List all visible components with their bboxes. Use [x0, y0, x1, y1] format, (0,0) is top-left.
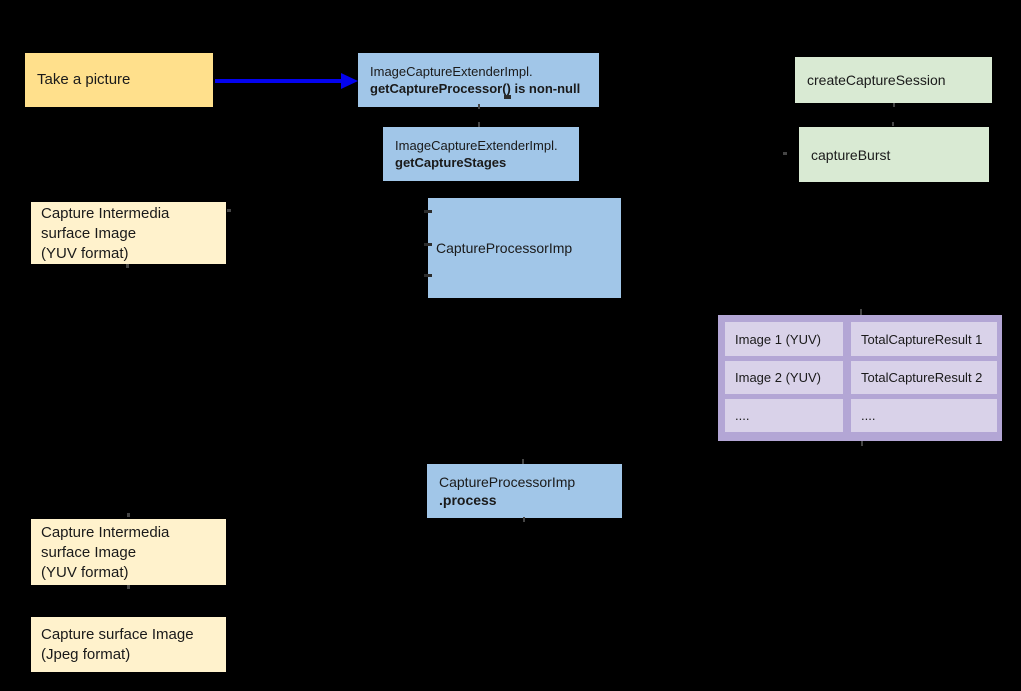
flow-arrow-head	[341, 73, 358, 89]
connector-artifact	[522, 459, 524, 464]
node-capture-surface-jpeg-line2: (Jpeg format)	[41, 645, 131, 663]
node-get-capture-stages-line2: getCaptureStages	[395, 155, 507, 170]
connector-artifact	[424, 274, 432, 277]
connector-artifact	[478, 104, 480, 109]
node-capture-intermedia-surface-top-line2: surface Image	[41, 225, 137, 242]
node-capture-processor-process-line2: .process	[439, 492, 497, 508]
node-capture-intermedia-surface-bottom: Capture Intermedia surface Image (YUV fo…	[31, 519, 226, 585]
connector-artifact	[127, 513, 130, 517]
connector-artifact	[892, 122, 894, 126]
node-capture-intermedia-surface-top: Capture Intermedia surface Image (YUV fo…	[31, 202, 226, 264]
node-capture-intermedia-surface-top-line1: Capture Intermedia	[41, 205, 170, 222]
flow-arrow-line	[215, 79, 343, 83]
connector-artifact	[504, 95, 511, 99]
table-cell-image-2: Image 2 (YUV)	[725, 361, 843, 394]
table-cell-result-more: ....	[851, 399, 997, 432]
node-create-capture-session: createCaptureSession	[795, 57, 992, 103]
connector-artifact	[126, 264, 129, 268]
node-get-capture-stages: ImageCaptureExtenderImpl. getCaptureStag…	[383, 127, 579, 181]
node-capture-intermedia-surface-bottom-line2: surface Image	[41, 544, 137, 561]
node-take-a-picture-label: Take a picture	[37, 71, 131, 88]
connector-artifact	[861, 441, 863, 446]
node-get-capture-processor-line2: getCaptureProcessor() is non-null	[370, 81, 581, 96]
node-get-capture-stages-line1: ImageCaptureExtenderImpl.	[395, 138, 558, 153]
node-capture-processor-process-line1: CaptureProcessorImp	[439, 474, 576, 490]
node-capture-processor-imp: CaptureProcessorImp	[428, 198, 621, 298]
table-cell-image-1: Image 1 (YUV)	[725, 322, 843, 356]
node-capture-burst-label: captureBurst	[811, 146, 891, 163]
node-get-capture-processor-line1: ImageCaptureExtenderImpl.	[370, 64, 533, 79]
connector-artifact	[127, 585, 130, 589]
connector-artifact	[424, 210, 432, 213]
node-capture-surface-jpeg-line1: Capture surface Image	[41, 625, 194, 643]
connector-artifact	[424, 243, 432, 246]
table-cell-result-2: TotalCaptureResult 2	[851, 361, 997, 394]
node-capture-surface-jpeg: Capture surface Image (Jpeg format)	[31, 617, 226, 672]
node-capture-processor-process: CaptureProcessorImp .process	[427, 464, 622, 518]
capture-results-table: Image 1 (YUV) TotalCaptureResult 1 Image…	[718, 315, 1002, 441]
connector-artifact	[860, 309, 862, 315]
table-cell-image-more: ....	[725, 399, 843, 432]
node-get-capture-processor: ImageCaptureExtenderImpl. getCaptureProc…	[358, 53, 599, 107]
connector-artifact	[478, 122, 480, 127]
table-cell-result-1: TotalCaptureResult 1	[851, 322, 997, 356]
connector-artifact	[227, 209, 231, 212]
node-create-capture-session-label: createCaptureSession	[807, 72, 946, 88]
node-capture-intermedia-surface-bottom-line1: Capture Intermedia	[41, 524, 170, 541]
node-capture-intermedia-surface-bottom-line3: (YUV format)	[41, 564, 129, 581]
node-capture-intermedia-surface-top-line3: (YUV format)	[41, 245, 129, 262]
connector-artifact	[523, 517, 525, 522]
node-capture-processor-imp-label: CaptureProcessorImp	[436, 240, 573, 256]
node-take-a-picture: Take a picture	[25, 53, 213, 107]
node-capture-burst: captureBurst	[799, 127, 989, 182]
connector-artifact	[783, 152, 787, 155]
connector-artifact	[893, 103, 895, 107]
